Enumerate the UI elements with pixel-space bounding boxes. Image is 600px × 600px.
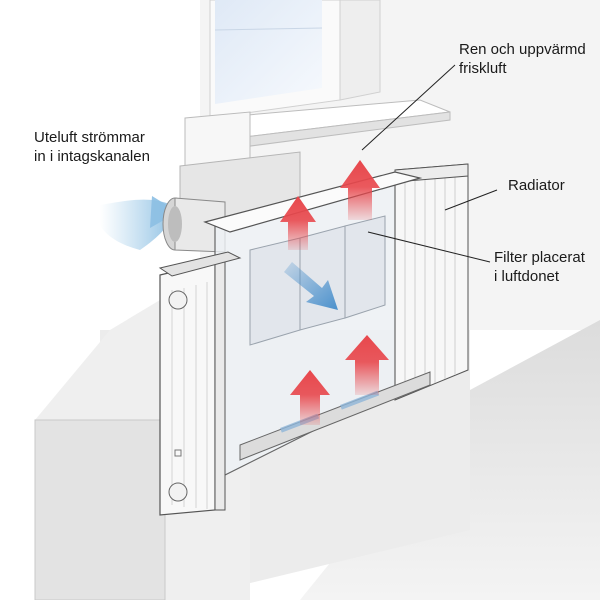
radiator-front <box>158 251 242 516</box>
leader-lines <box>361 64 498 263</box>
window <box>188 0 451 151</box>
label-clean-air-line-1: Ren och uppvärmd <box>459 41 586 58</box>
filter-housing <box>203 171 431 481</box>
label-filter-line-2: i luftdonet <box>494 268 560 285</box>
radiator-back <box>394 163 469 401</box>
label-filter: Filter placerat i luftdonet <box>494 248 585 286</box>
label-clean-air-line-2: friskluft <box>459 60 507 77</box>
cool-air-arrow <box>284 262 338 310</box>
label-outdoor-air-line-2: in i intagskanalen <box>34 148 150 165</box>
label-outdoor-air-line-1: Uteluft strömmar <box>34 129 145 146</box>
intake-duct <box>162 197 226 253</box>
label-radiator-line-1: Radiator <box>508 177 565 194</box>
label-filter-line-1: Filter placerat <box>494 249 585 266</box>
label-radiator: Radiator <box>508 176 565 195</box>
filter-panels <box>249 215 386 346</box>
warm-air-arrows <box>280 160 389 425</box>
label-clean-air: Ren och uppvärmd friskluft <box>459 40 586 78</box>
label-outdoor-air: Uteluft strömmar in i intagskanalen <box>34 128 150 166</box>
